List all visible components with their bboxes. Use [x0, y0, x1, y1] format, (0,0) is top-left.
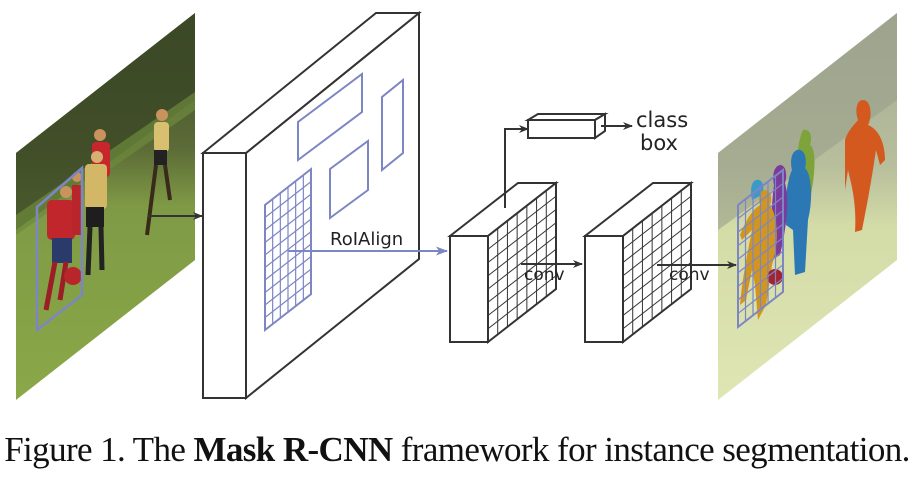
mask-rcnn-diagram: RoIAlign class box conv conv	[16, 10, 897, 401]
caption-prefix: Figure 1. The	[4, 430, 194, 469]
output-image	[718, 13, 897, 400]
tensor-grid-row	[622, 248, 692, 303]
roi-grid-row-line	[264, 206, 312, 243]
conv-label-2: conv	[669, 265, 710, 285]
roi-proposal-2	[329, 139, 369, 220]
out-grid-row-line	[737, 223, 784, 260]
tensor-front-face	[584, 235, 624, 343]
caption-bold-title: Mask R-CNN	[193, 430, 393, 469]
tensor-grid-row	[487, 262, 557, 316]
tensor-grid-row	[487, 235, 557, 290]
mask-blue	[785, 149, 812, 275]
tensor-grid-row	[622, 262, 692, 316]
class-label: class	[636, 108, 688, 132]
out-grid-row-line	[737, 196, 784, 233]
tensor-grid-row	[622, 275, 692, 330]
roi-grid-row-line	[264, 181, 312, 218]
input-image	[16, 13, 195, 400]
roialign-label: RoIAlign	[330, 229, 403, 250]
roi-proposal-gridded	[264, 167, 312, 333]
player-yellow	[85, 151, 107, 276]
player-red-front	[43, 172, 82, 311]
backbone-feature-map	[200, 10, 422, 401]
roi-grid-row-line	[264, 218, 312, 256]
player-right	[145, 109, 172, 236]
tensor-grid-row	[622, 222, 692, 277]
roi-grid-row-line	[264, 193, 312, 231]
roi-grid-row-line	[264, 281, 312, 318]
mask-orange	[845, 100, 885, 232]
roi-proposal-3	[381, 77, 404, 173]
arrow-to-fc-head	[504, 125, 529, 208]
conv-label-1: conv	[524, 265, 565, 285]
mask-features	[582, 180, 694, 345]
out-grid-row-line	[737, 237, 784, 274]
tensor-grid-row	[622, 209, 692, 263]
tensor-grid-row	[487, 209, 557, 263]
tensor-grid-row	[487, 275, 557, 330]
out-grid-row-line	[737, 250, 784, 287]
roi-grid-row-line	[264, 231, 312, 268]
box-label: box	[640, 131, 678, 155]
figure-caption: Figure 1. The Mask R-CNN framework for i…	[0, 430, 914, 470]
fc-head	[524, 112, 609, 140]
out-grid-row-line	[737, 210, 784, 247]
caption-suffix: framework for instance segmentation.	[392, 430, 911, 469]
roi-proposal-1	[297, 72, 363, 162]
roi-features	[447, 180, 559, 345]
output-roi-grid	[737, 167, 784, 330]
tensor-front-face	[449, 235, 489, 343]
out-grid-row-line	[737, 277, 784, 314]
out-grid-row-line	[737, 264, 784, 301]
tensor-grid-row	[622, 195, 692, 250]
out-grid-row-line	[737, 182, 784, 220]
tensor-grid-row	[487, 195, 557, 250]
tensor-grid-row	[487, 222, 557, 277]
roi-grid-row-line	[264, 268, 312, 306]
roi-grid-row-line	[264, 256, 312, 293]
input-roi-box	[35, 165, 84, 333]
tensor-grid-row	[487, 248, 557, 303]
roi-proposals	[264, 72, 404, 333]
tensor-grid-row	[622, 235, 692, 290]
